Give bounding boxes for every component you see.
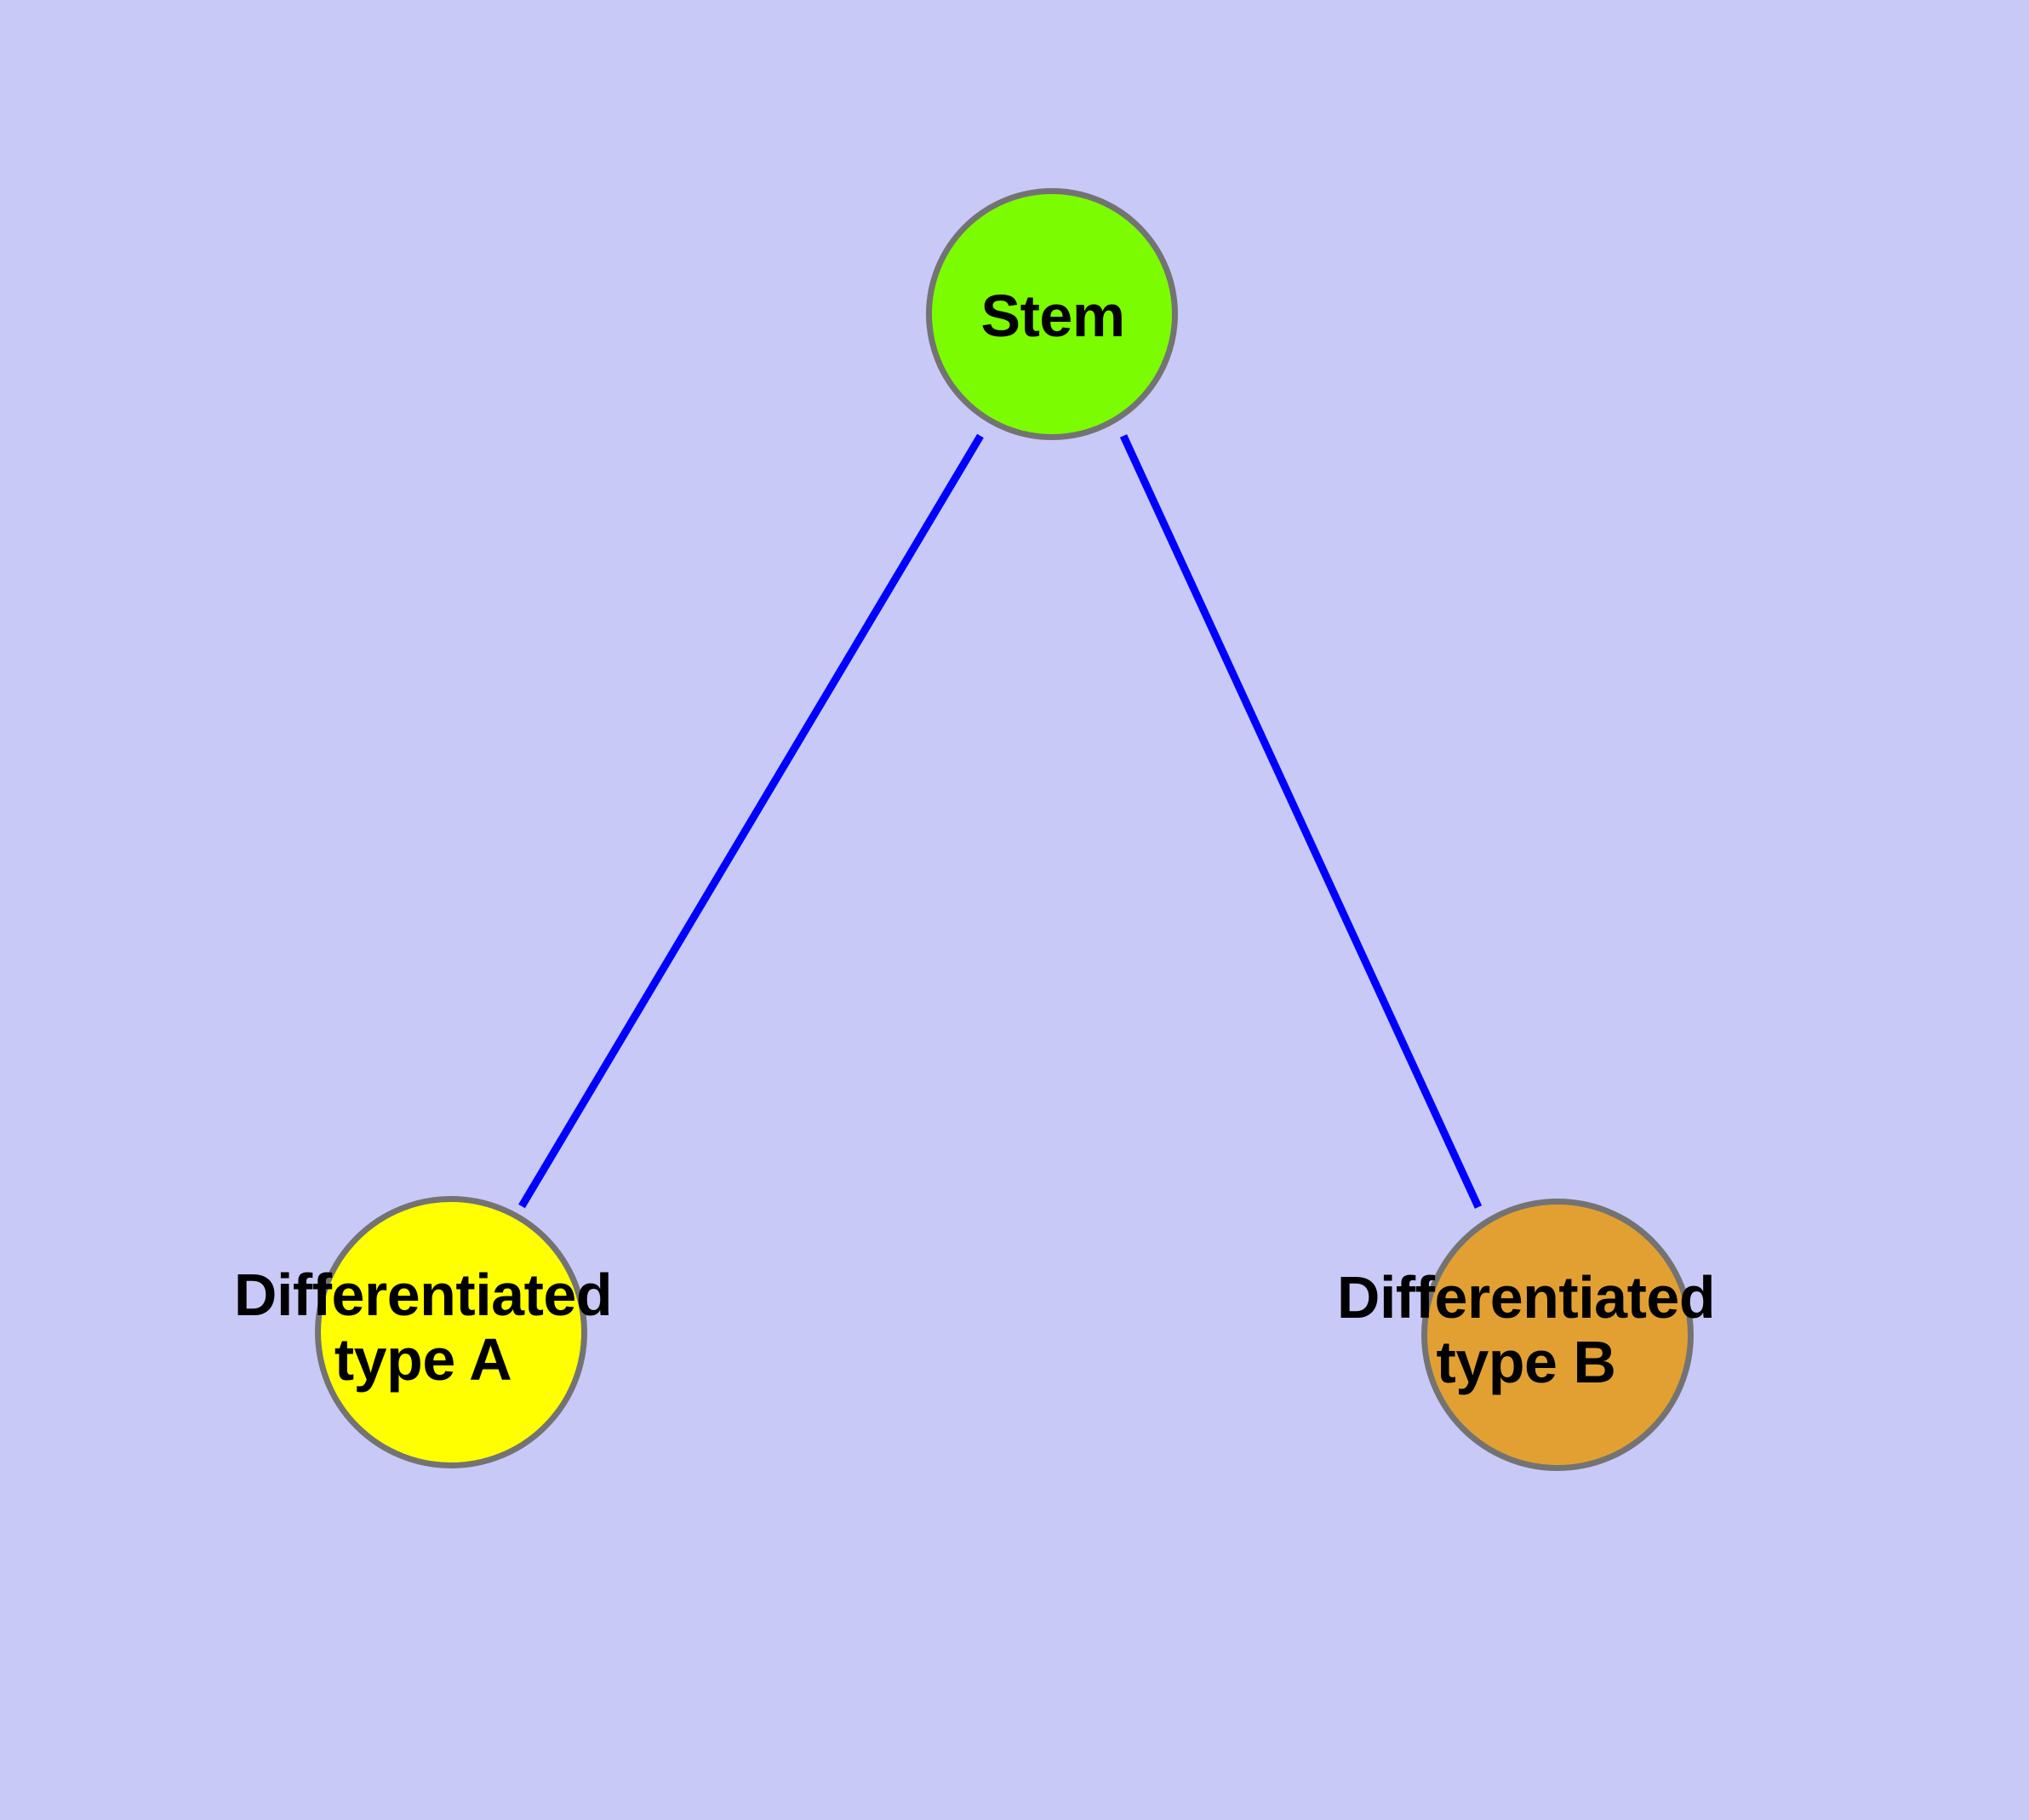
edge-stem-to-diff-b [1119, 434, 1483, 1209]
node-stem[interactable] [926, 188, 1178, 440]
edge-stem-to-diff-a [518, 433, 984, 1209]
node-differentiated-type-a[interactable] [315, 1196, 587, 1468]
node-differentiated-type-b[interactable] [1421, 1199, 1694, 1471]
